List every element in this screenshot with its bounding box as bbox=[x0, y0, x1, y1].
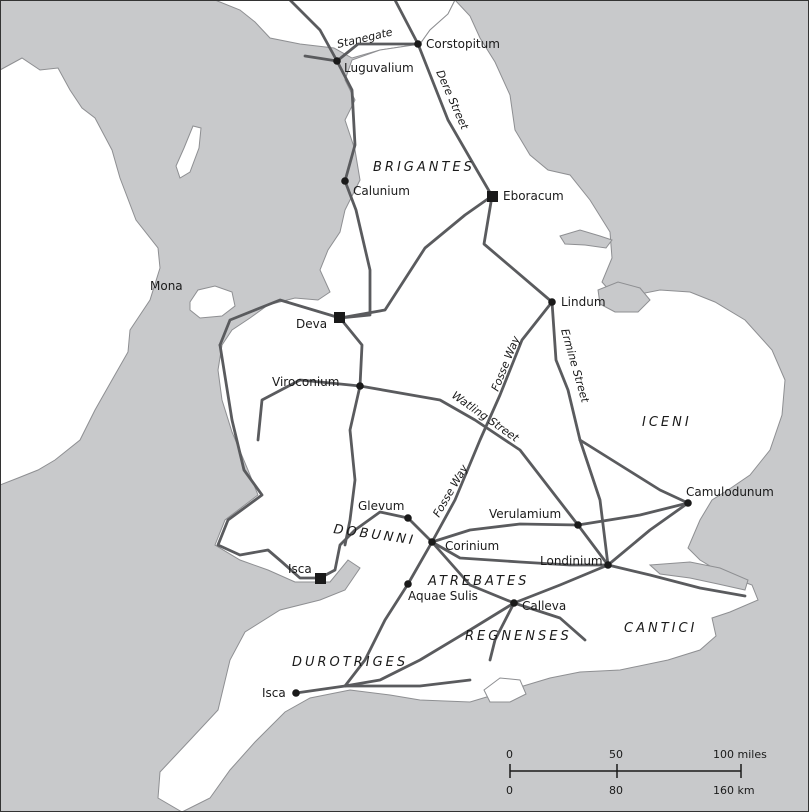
road-watling-street bbox=[358, 384, 610, 567]
label-corstopitum: Corstopitum bbox=[426, 37, 500, 51]
road-corinium-calleva bbox=[430, 540, 516, 605]
label-camulodunum: Camulodunum bbox=[686, 485, 774, 499]
road-ermine-street bbox=[550, 300, 610, 567]
road-deva-west bbox=[218, 298, 342, 347]
tribe-cantici: CANTICI bbox=[624, 621, 697, 636]
road-calleva-south bbox=[488, 601, 516, 662]
label-calunium: Calunium bbox=[353, 184, 410, 198]
label-lindum: Lindum bbox=[561, 295, 606, 309]
road-corinium-londinium bbox=[430, 540, 610, 567]
town-labels: Corstopitum Luguvalium Calunium Eboracum… bbox=[150, 37, 774, 700]
label-calleva: Calleva bbox=[522, 599, 566, 613]
humber-estuary bbox=[559, 229, 613, 249]
marker-deva bbox=[334, 312, 345, 323]
marker-verulamium bbox=[574, 521, 582, 529]
road-luguvalium-deva bbox=[288, 0, 372, 320]
road-stanegate bbox=[303, 42, 420, 63]
label-londinium: Londinium bbox=[540, 554, 603, 568]
label-aquae-sulis: Aquae Sulis bbox=[408, 589, 478, 603]
road-western-wales bbox=[216, 343, 322, 580]
town-markers bbox=[292, 40, 692, 697]
marker-camulodunum bbox=[684, 499, 692, 507]
isle-of-wight bbox=[483, 677, 527, 703]
marker-luguvalium bbox=[333, 57, 341, 65]
marker-corinium bbox=[428, 538, 436, 546]
marker-londinium bbox=[604, 561, 612, 569]
road-londinium-camulodunum bbox=[606, 501, 690, 567]
road-londinium-east bbox=[606, 563, 747, 598]
road-viroconium-south bbox=[343, 384, 362, 547]
marker-calunium bbox=[341, 177, 349, 185]
label-verulamium: Verulamium bbox=[489, 507, 561, 521]
anglesey-island bbox=[189, 285, 236, 319]
road-deva-eboracum bbox=[338, 194, 494, 320]
road-lindum-camulodunum bbox=[578, 438, 690, 505]
road-viroconium-west bbox=[256, 378, 362, 442]
scale-km-160: 160 km bbox=[713, 784, 755, 797]
road-glevum-corinium bbox=[406, 516, 434, 544]
scale-miles-0: 0 bbox=[506, 748, 513, 761]
scale-miles-50: 50 bbox=[609, 748, 623, 761]
road-londinium-calleva bbox=[512, 563, 610, 605]
road-calleva-west bbox=[343, 601, 516, 688]
road-fosse-way bbox=[343, 300, 554, 688]
label-corinium: Corinium bbox=[445, 539, 499, 553]
label-viroconium: Viroconium bbox=[272, 375, 339, 389]
scale-miles-100: 100 miles bbox=[713, 748, 767, 761]
tribe-regnenses: REGNENSES bbox=[465, 629, 572, 644]
label-mona: Mona bbox=[150, 279, 183, 293]
thames-estuary bbox=[648, 561, 749, 591]
wash-bay bbox=[597, 281, 651, 313]
marker-viroconium bbox=[356, 382, 364, 390]
marker-glevum bbox=[404, 514, 412, 522]
marker-eboracum bbox=[487, 191, 498, 202]
roman-roads bbox=[216, 0, 747, 695]
scale-km-0: 0 bbox=[506, 784, 513, 797]
marker-lindum bbox=[548, 298, 556, 306]
ireland-landmass bbox=[0, 57, 161, 486]
marker-isca-south bbox=[292, 689, 300, 697]
label-glevum: Glevum bbox=[358, 499, 404, 513]
label-eboracum: Eboracum bbox=[503, 189, 564, 203]
label-deva: Deva bbox=[296, 317, 327, 331]
tribe-atrebates: ATREBATES bbox=[427, 574, 529, 589]
britain-landmass bbox=[157, 0, 786, 812]
marker-corstopitum bbox=[414, 40, 422, 48]
label-isca-north: Isca bbox=[288, 562, 312, 576]
label-isca-south: Isca bbox=[262, 686, 286, 700]
tribe-labels: BRIGANTES ICENI DOBUNNI ATREBATES REGNEN… bbox=[292, 160, 697, 670]
marker-aquae-sulis bbox=[404, 580, 412, 588]
scale-bar: 0 50 100 miles 0 80 160 km bbox=[506, 748, 767, 797]
tribe-brigantes: BRIGANTES bbox=[373, 160, 475, 175]
scale-km-80: 80 bbox=[609, 784, 623, 797]
tribe-iceni: ICENI bbox=[642, 415, 692, 430]
marker-isca-north bbox=[315, 573, 326, 584]
road-deva-viroconium bbox=[338, 316, 364, 388]
road-isca-south-east bbox=[294, 678, 472, 695]
road-corinium-verulamium bbox=[430, 522, 580, 544]
road-calleva-southeast bbox=[512, 601, 587, 642]
marker-calleva bbox=[510, 599, 518, 607]
road-glevum-isca bbox=[318, 510, 410, 580]
isle-of-man bbox=[175, 125, 202, 179]
tribe-durotriges: DUROTRIGES bbox=[292, 655, 408, 670]
label-luguvalium: Luguvalium bbox=[344, 61, 414, 75]
road-verulamium-camulodunum bbox=[576, 501, 690, 527]
